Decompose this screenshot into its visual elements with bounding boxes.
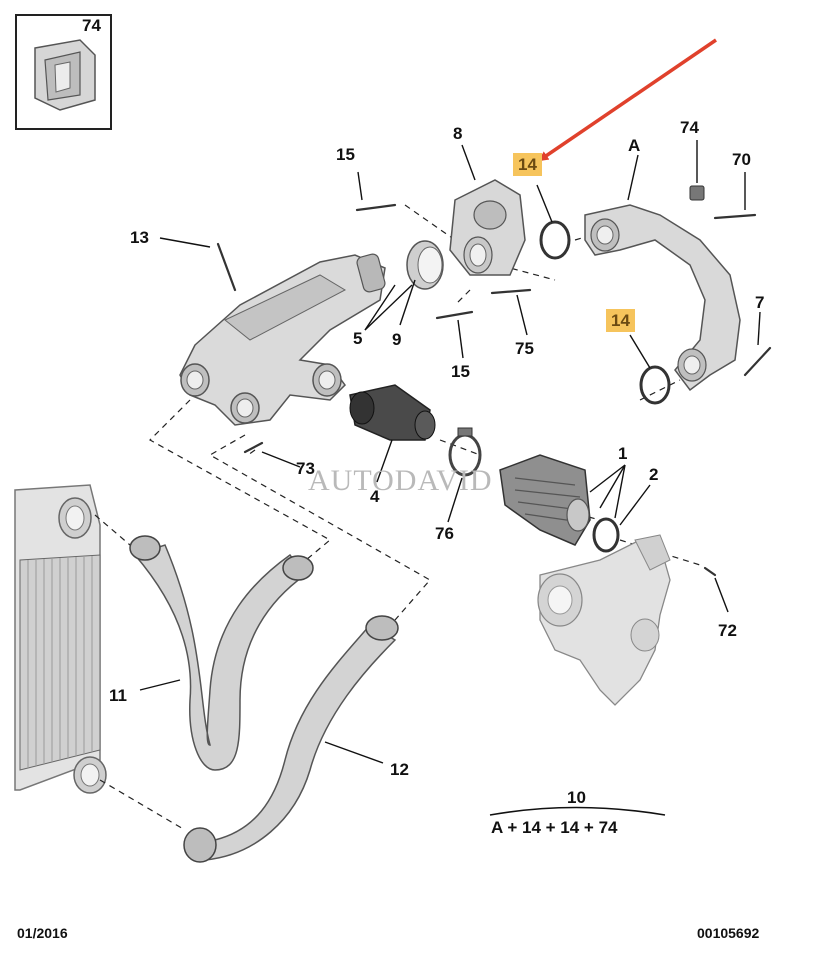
label-9: 9 [392, 330, 402, 349]
bolts [216, 203, 772, 577]
label-1: 1 [618, 444, 628, 463]
label-15-top: 15 [336, 145, 355, 164]
o-ring-14-top [539, 220, 571, 260]
label-70: 70 [732, 150, 751, 169]
clamp-76-drawing [448, 427, 482, 477]
label-10: 10 [567, 788, 586, 807]
label-7: 7 [755, 293, 765, 312]
label-11: 11 [109, 686, 127, 705]
footer-date: 01/2016 [17, 925, 68, 941]
label-A: A [628, 136, 641, 155]
label-76: 76 [435, 524, 454, 543]
watermark: AUTODAVID [308, 464, 493, 497]
intake-pipe-drawing [179, 253, 386, 426]
label-14-highlighted-mid: 14 [606, 309, 635, 332]
label-2: 2 [649, 465, 659, 484]
part-1-drawing [499, 454, 591, 546]
clip-74-inset-drawing [34, 39, 96, 111]
intercooler-drawing [14, 484, 107, 794]
pipe-11-drawing [129, 535, 314, 771]
label-74-inset: 74 [82, 16, 101, 35]
label-8: 8 [453, 124, 463, 143]
label-5: 5 [353, 329, 363, 348]
kit-formula: A + 14 + 14 + 74 [491, 818, 618, 837]
o-ring-14-mid [639, 365, 671, 405]
turbocharger-drawing [537, 534, 671, 706]
dashed-guides [94, 204, 701, 831]
clip-74-small [689, 185, 705, 201]
kit-brace [489, 806, 666, 816]
label-4: 4 [370, 487, 380, 506]
label-14-highlighted-top: 14 [513, 153, 542, 176]
footer-reference: 00105692 [697, 925, 760, 941]
leader-lines [139, 140, 761, 764]
label-75: 75 [515, 339, 534, 358]
clamp-9-drawing [406, 240, 444, 290]
label-12: 12 [390, 760, 409, 779]
o-ring-2 [592, 517, 620, 553]
red-arrow [538, 38, 717, 162]
label-74: 74 [680, 118, 699, 137]
label-15-bottom: 15 [451, 362, 470, 381]
intake-manifold-a-drawing [584, 204, 741, 392]
pipe-12-drawing [183, 615, 399, 863]
throttle-body-drawing [449, 179, 526, 276]
label-72: 72 [718, 621, 737, 640]
label-13: 13 [130, 228, 149, 247]
hose-4-drawing [349, 384, 436, 441]
label-73: 73 [296, 459, 315, 478]
